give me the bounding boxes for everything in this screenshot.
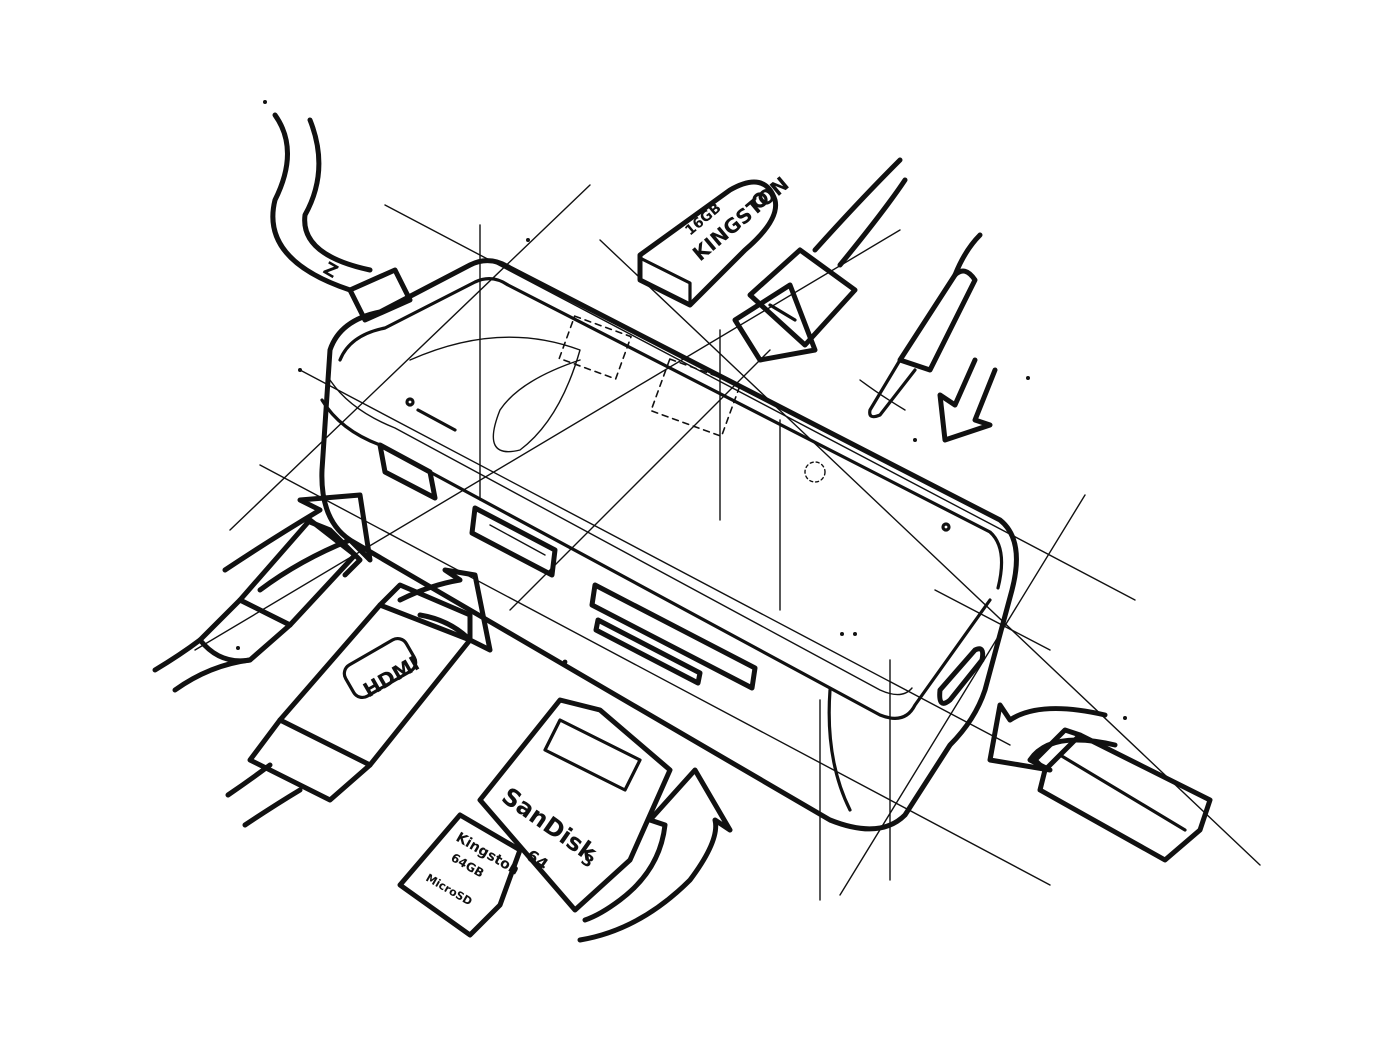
construction-lines — [194, 184, 1261, 901]
ethernet-port — [469, 505, 558, 578]
usb-c-port-right — [937, 646, 986, 706]
microsd-card: Kingston 64GB MicroSD — [397, 812, 523, 938]
microsd-card-slot — [593, 617, 703, 686]
arrow-hdmi-in — [397, 567, 493, 653]
microsd-class: MicroSD — [424, 871, 475, 908]
usb-cable-plug-left — [152, 517, 363, 693]
usb-port-left — [377, 442, 438, 501]
audio-jack-plug — [859, 232, 983, 419]
arrow-usb-c-in — [987, 702, 1118, 773]
arrow-audio-in — [937, 357, 998, 443]
arrow-usb-left-in — [222, 492, 373, 593]
stray-dots — [236, 100, 1127, 720]
usb-a-cable-plug — [732, 157, 908, 363]
arrow-sd-in — [577, 767, 733, 943]
usb-hub-body — [319, 258, 1019, 832]
sd-capacity: 64 — [523, 846, 552, 874]
hdmi-plug: HDMI — [225, 582, 473, 828]
sd-card-slot — [589, 582, 758, 691]
hdmi-label: HDMI — [359, 651, 424, 702]
hub-cable: Z — [270, 112, 413, 323]
usb-c-plug-right — [1032, 727, 1213, 863]
usb-flash-drive: KINGSTON 16GB — [637, 172, 794, 308]
